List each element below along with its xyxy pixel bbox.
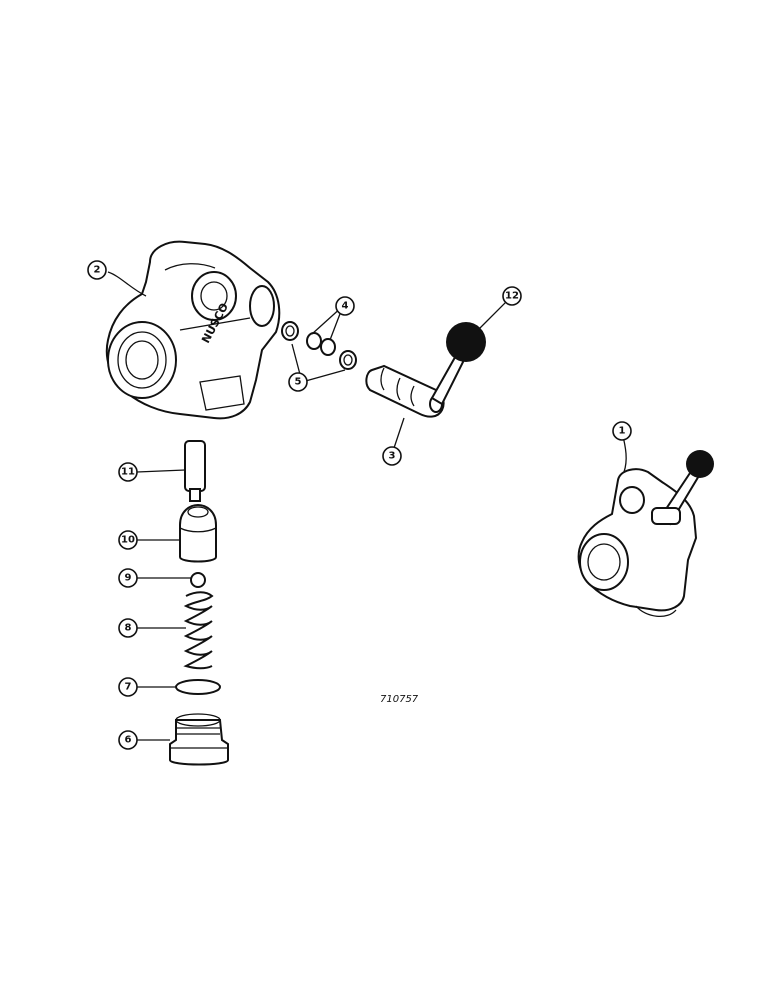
valve-body: NUSCO	[105, 240, 281, 420]
callout-label-3: 3	[389, 451, 396, 462]
callout-3: 3	[382, 446, 402, 466]
callout-5: 5	[288, 372, 308, 392]
callout-9: 9	[118, 568, 138, 588]
callout-label-5: 5	[295, 377, 302, 388]
oring	[175, 679, 221, 695]
callout-8: 8	[118, 618, 138, 638]
callout-label-4: 4	[342, 301, 349, 312]
callout-label-11: 11	[121, 467, 135, 478]
callout-10: 10	[118, 530, 138, 550]
plug	[169, 713, 229, 766]
pin	[184, 440, 206, 502]
callout-1: 1	[612, 421, 632, 441]
seat	[179, 503, 217, 563]
spool-and-lever	[365, 322, 486, 418]
callout-label-10: 10	[121, 535, 135, 546]
callout-2: 2	[87, 260, 107, 280]
callout-label-7: 7	[125, 682, 132, 693]
figure-number: 710757	[380, 694, 419, 705]
valve-assembly	[577, 450, 714, 617]
callout-label-12: 12	[505, 291, 519, 302]
spring	[183, 591, 214, 670]
callout-label-2: 2	[94, 265, 101, 276]
callout-label-8: 8	[125, 623, 132, 634]
callout-label-6: 6	[125, 735, 132, 746]
callout-label-1: 1	[619, 426, 626, 437]
knob	[446, 322, 486, 362]
callout-6: 6	[118, 730, 138, 750]
ball	[190, 572, 206, 588]
callout-7: 7	[118, 677, 138, 697]
orings-and-washers	[281, 321, 357, 370]
callout-12: 12	[502, 286, 522, 306]
callout-11: 11	[118, 462, 138, 482]
callout-label-9: 9	[125, 573, 132, 584]
callout-4: 4	[335, 296, 355, 316]
